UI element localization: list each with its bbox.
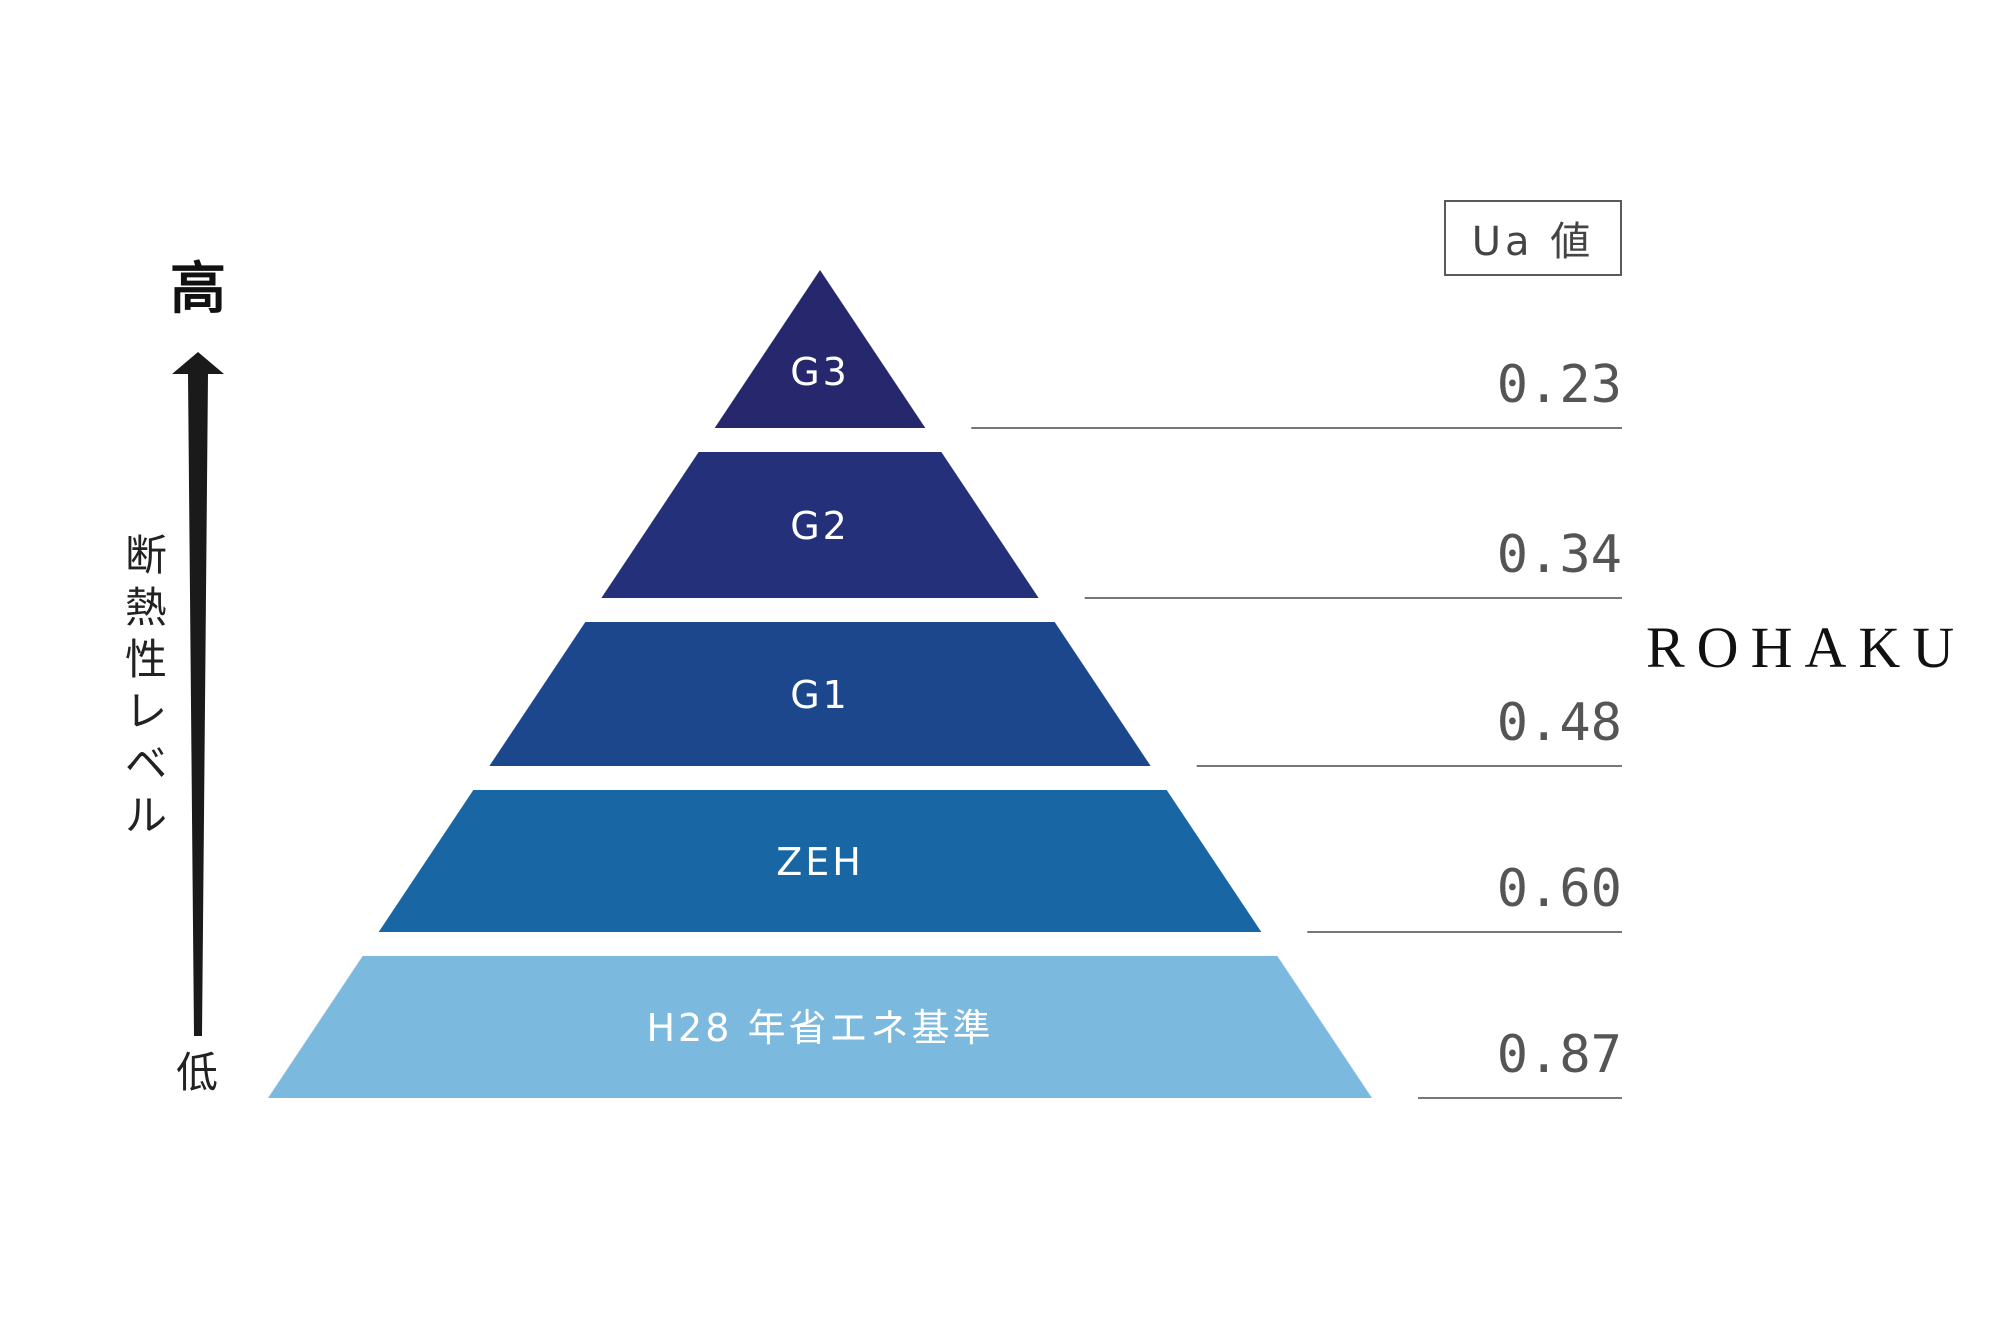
level-arrow [172, 352, 224, 1036]
level-arrow-shaft [188, 374, 208, 1036]
tier-label: G3 [790, 350, 850, 394]
tier-label: G1 [790, 673, 850, 717]
pyramid-tier-4 [268, 956, 1372, 1098]
ua-header: Ua 値 [1444, 200, 1622, 276]
ua-value: 0.48 [1497, 693, 1622, 753]
ua-value: 0.34 [1497, 525, 1622, 585]
brand-logo: ROHAKU [1646, 615, 1967, 680]
ua-values: 0.23 0.34 0.48 0.60 0.87 [1497, 355, 1622, 1085]
tier-label: H28 年省エネ基準 [646, 1006, 993, 1050]
level-axis-title: 断熱性レベル [124, 531, 167, 840]
level-arrow-head [172, 352, 224, 374]
tier-label: G2 [790, 504, 850, 548]
pyramid-tier-0 [714, 270, 926, 428]
ua-value: 0.87 [1497, 1025, 1622, 1085]
level-high-label: 高 [170, 257, 226, 322]
pyramid-tier-2 [489, 622, 1151, 766]
pyramid-tier-3 [378, 790, 1262, 932]
pyramid-tier-1 [601, 452, 1039, 598]
ua-value: 0.23 [1497, 355, 1622, 415]
ua-rules [971, 427, 1622, 1099]
tier-label: ZEH [776, 840, 864, 884]
ua-value: 0.60 [1497, 859, 1622, 919]
level-low-label: 低 [176, 1048, 219, 1097]
